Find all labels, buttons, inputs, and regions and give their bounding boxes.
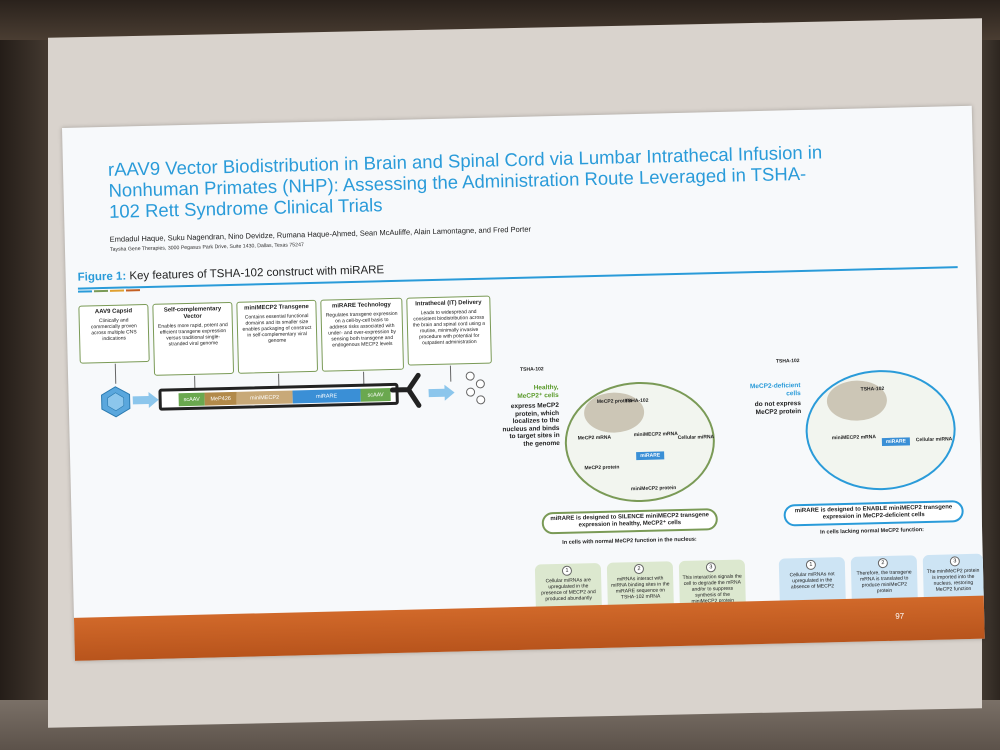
slide-authors: Emdadul Haque, Suku Nagendran, Nino Devi… [109, 224, 532, 244]
feature-box-transgene: miniMECP2 Transgene Contains essential f… [236, 299, 319, 374]
step-text: The miniMeCP2 protein is imported into t… [926, 567, 980, 593]
segment-scaav-left: scAAV [178, 392, 205, 407]
cell-label: TSHA-102 [860, 385, 885, 393]
step-number: 1 [561, 565, 573, 576]
arrow-connector [449, 365, 452, 382]
cell-label: MeCP2 mRNA [577, 434, 612, 442]
cell-label: miniMECP2 mRNA [633, 431, 678, 439]
cell-label: miRARE [636, 451, 665, 461]
cell-label: miRARE [881, 437, 911, 447]
segment-mirare: miRARE [292, 388, 361, 404]
step-number: 2 [877, 557, 888, 569]
feature-text: Enables more rapid, potent and efficient… [157, 322, 228, 348]
cell-label: Cellular miRNA [915, 436, 953, 444]
feature-text: Contains essential functional domains an… [242, 313, 312, 345]
slide-affiliation: Taysha Gene Therapies, 3000 Pegasus Park… [109, 242, 304, 253]
cell-label: Cellular miRNA [677, 434, 715, 442]
feature-heading: miRARE Technology [331, 302, 391, 310]
figure-label-text: Key features of TSHA-102 construct with … [126, 264, 385, 283]
itr-hairpin-icon [389, 372, 422, 408]
feature-box-capsid: AAV9 Capsid Clinically and commercially … [78, 303, 150, 364]
step-number: 3 [949, 556, 960, 567]
healthy-cells-description: express MeCP2 protein, which localizes t… [502, 401, 560, 448]
feature-box-mirare: miRARE Technology Regulates transgene ex… [320, 297, 405, 372]
segment-transgene: miniMECP2 [236, 390, 293, 405]
step-text: This interaction signals the cell to deg… [682, 573, 742, 605]
deficient-subhead: In cells lacking normal MeCP2 function: [820, 527, 925, 536]
step-text: Cellular miRNAs not upregulated in the a… [789, 571, 835, 591]
segment-promoter: MeP426 [204, 391, 237, 406]
capsid-icon [101, 386, 131, 418]
step-text: Therefore, the transgene mRNA is transla… [856, 569, 912, 595]
feature-text: Regulates transgene expression on a cell… [325, 310, 398, 349]
step-number: 1 [805, 559, 817, 570]
silence-pill: miRARE is designed to SILENCE miniMECP2 … [541, 508, 719, 535]
healthy-cells-label: Healthy, MeCP2⁺ cells [517, 383, 559, 400]
feature-text: Clinically and commercially proven acros… [90, 317, 137, 343]
segment-scaav-right: scAAV [360, 388, 391, 402]
step-text: miRNAs interact with miRNA binding sites… [611, 575, 670, 601]
arrow-connector [114, 363, 117, 384]
cell-label: TSHA-102 [624, 397, 649, 405]
cell-label: MeCP2 protein [584, 464, 620, 472]
tsha-label-right: TSHA-102 [775, 358, 800, 365]
deficient-cells-description: do not express MeCP2 protein [754, 400, 802, 416]
presentation-slide: rAAV9 Vector Biodistribution in Brain an… [62, 105, 985, 661]
cell-label: miniMECP2 mRNA [831, 434, 877, 442]
cell-label: miniMeCP2 protein [630, 485, 677, 493]
feature-box-vector: Self-complementary Vector Enables more r… [152, 301, 235, 376]
step-number: 3 [705, 562, 717, 573]
step-number: 2 [633, 563, 645, 575]
figure-label-prefix: Figure 1: [77, 270, 127, 284]
slide-title: rAAV9 Vector Biodistribution in Brain an… [107, 141, 823, 222]
feature-heading: AAV9 Capsid [94, 308, 133, 316]
page-number: 97 [895, 611, 905, 621]
healthy-subhead: In cells with normal MeCP2 function in t… [562, 536, 697, 546]
feature-heading: Intrathecal (IT) Delivery [415, 299, 482, 308]
tsha-label-left: TSHA-102 [519, 366, 544, 373]
color-rule [77, 289, 141, 293]
enable-pill: miRARE is designed to ENABLE miniMECP2 t… [783, 500, 964, 527]
feature-text: Leads to widespread and consistent biodi… [412, 308, 486, 347]
deficient-cells-label: MeCP2-deficient cells [749, 382, 801, 397]
feature-heading: miniMECP2 Transgene [244, 304, 309, 312]
feature-box-delivery: Intrathecal (IT) Delivery Leads to wides… [406, 295, 492, 366]
step-text: Cellular miRNAs are upregulated in the p… [541, 577, 596, 603]
spine-icon [465, 371, 486, 405]
feature-heading: Self-complementary Vector [163, 306, 222, 321]
arrow-right-icon [428, 384, 455, 401]
arrow-right-icon [132, 391, 159, 408]
